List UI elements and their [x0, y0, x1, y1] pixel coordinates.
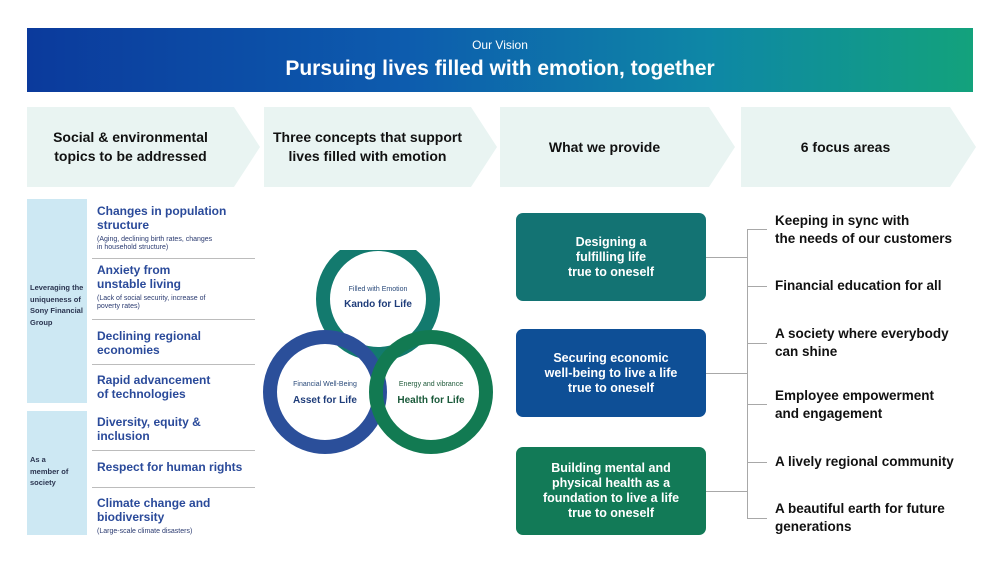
- concepts-diagram: Filled with Emotion Kando for Life Finan…: [263, 250, 493, 454]
- connector-line: [706, 373, 747, 374]
- vision-banner: Our Vision Pursuing lives filled with em…: [27, 28, 973, 92]
- divider: [92, 364, 255, 365]
- connector-line: [706, 257, 747, 258]
- topic-title: Anxiety from unstable living: [97, 263, 182, 291]
- concept-name-kando: Kando for Life: [344, 299, 412, 310]
- topic-population: Changes in population structure (Aging, …: [97, 204, 257, 252]
- topic-climate: Climate change and biodiversity (Large-s…: [97, 496, 257, 536]
- group-label-sony: Leveraging the uniqueness of Sony Financ…: [30, 283, 84, 327]
- connector-branch: [747, 286, 767, 287]
- topic-title: Rapid advancement of technologies: [97, 373, 211, 401]
- concept-sub-asset: Financial Well-Being: [293, 381, 357, 388]
- connector-branch: [747, 343, 767, 344]
- topic-title: Changes in population structure: [97, 204, 227, 232]
- group-bg-sony: [27, 199, 87, 403]
- topic-human-rights: Respect for human rights: [97, 460, 257, 475]
- topic-diversity: Diversity, equity & inclusion: [97, 415, 257, 444]
- focus-area-earth: A beautiful earth for future generations: [775, 501, 945, 535]
- group-label-society: As a member of society: [30, 455, 69, 488]
- topic-title: Diversity, equity & inclusion: [97, 415, 201, 443]
- column-header-label: Three concepts that support lives filled…: [272, 129, 463, 164]
- column-header-label: What we provide: [548, 138, 661, 155]
- topic-note: (Aging, declining birth rates, changes i…: [97, 235, 213, 251]
- column-header-concepts: Three concepts that support lives filled…: [264, 107, 497, 187]
- circle-kando: [316, 250, 440, 361]
- connector-branch: [747, 518, 767, 519]
- column-header-focus: 6 focus areas: [741, 107, 976, 187]
- circle-asset: [263, 330, 387, 454]
- divider: [92, 487, 255, 488]
- divider: [92, 258, 255, 259]
- divider: [92, 450, 255, 451]
- focus-area-education: Financial education for all: [775, 278, 942, 293]
- group-bg-society: [27, 411, 87, 535]
- concept-name-health: Health for Life: [397, 395, 465, 406]
- concept-name-asset: Asset for Life: [293, 395, 357, 406]
- focus-area-customers: Keeping in sync with the needs of our cu…: [775, 213, 953, 247]
- vision-title: Pursuing lives filled with emotion, toge…: [285, 57, 715, 80]
- topic-title: Declining regional economies: [97, 329, 202, 357]
- connector-branch: [747, 229, 767, 230]
- connector-branch: [747, 404, 767, 405]
- connector-branch: [747, 462, 767, 463]
- concept-sub-health: Energy and vibrance: [399, 381, 463, 388]
- column-header-label: Social & environmental topics to be addr…: [53, 129, 208, 164]
- topic-title: Respect for human rights: [97, 460, 243, 474]
- topic-regional: Declining regional economies: [97, 329, 257, 358]
- topic-note: (Lack of social security, increase of po…: [97, 294, 206, 310]
- topic-anxiety: Anxiety from unstable living (Lack of so…: [97, 263, 257, 311]
- circle-health: [369, 330, 493, 454]
- topic-title: Climate change and biodiversity: [97, 496, 211, 524]
- column-header-provide: What we provide: [500, 107, 735, 187]
- column-header-label: 6 focus areas: [800, 138, 891, 155]
- topic-technology: Rapid advancement of technologies: [97, 373, 257, 402]
- focus-area-regional: A lively regional community: [775, 454, 954, 469]
- focus-area-employee: Employee empowerment and engagement: [775, 388, 935, 422]
- provide-box-health: Building mental and physical health as a…: [516, 447, 706, 535]
- concept-sub-kando: Filled with Emotion: [349, 286, 408, 293]
- connector-trunk: [747, 229, 748, 519]
- provide-box-economic: Securing economic well-being to live a l…: [516, 329, 706, 417]
- topic-note: (Large-scale climate disasters): [97, 527, 193, 535]
- focus-area-shine: A society where everybody can shine: [775, 326, 949, 360]
- vision-subtitle: Our Vision: [472, 38, 528, 52]
- column-header-topics: Social & environmental topics to be addr…: [27, 107, 260, 187]
- divider: [92, 319, 255, 320]
- provide-box-fulfilling: Designing a fulfilling life true to ones…: [516, 213, 706, 301]
- connector-line: [706, 491, 747, 492]
